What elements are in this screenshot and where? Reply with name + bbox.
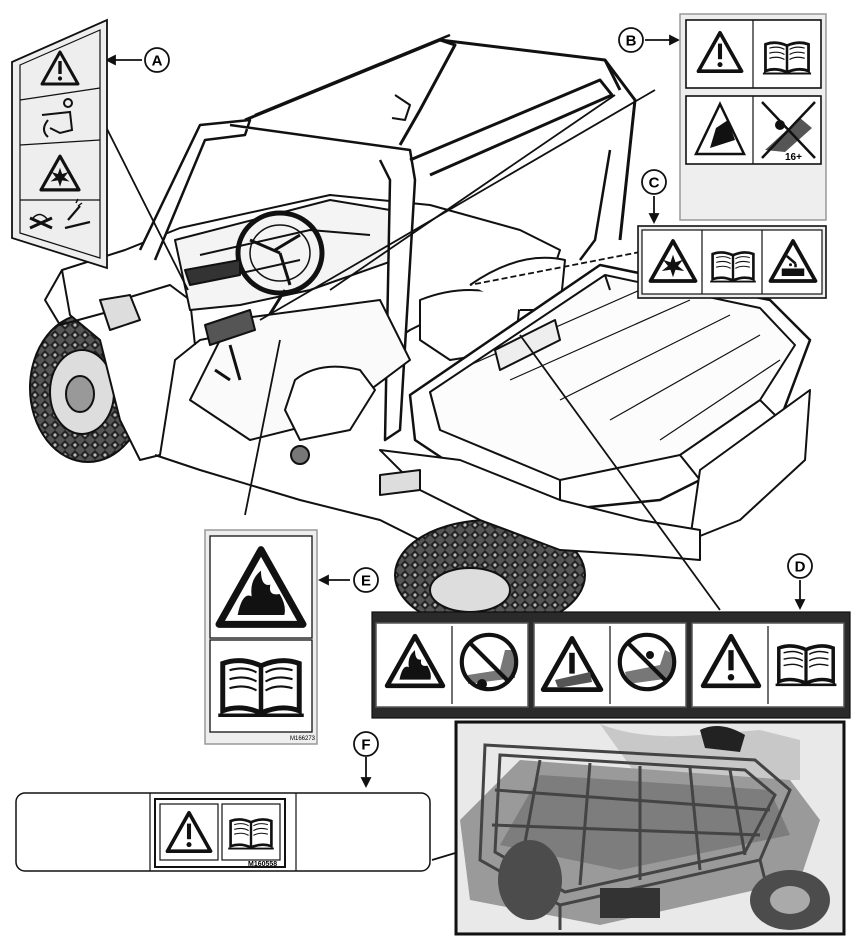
vehicle-drawing	[29, 33, 812, 631]
operator-manual-icon	[227, 818, 275, 850]
operator-manual-icon	[708, 251, 758, 283]
fuel-cap-icon	[41, 98, 74, 138]
svg-text:F: F	[361, 737, 370, 754]
cargo-hazard-icon	[543, 638, 601, 689]
no-towing-icon	[462, 635, 516, 689]
no-spark-icon	[29, 198, 91, 230]
safety-label-e: M166273	[204, 529, 318, 745]
callout-a: A	[144, 47, 170, 73]
safety-label-f: M160558	[15, 792, 431, 872]
callout-c: C	[641, 169, 667, 195]
rear-wheel	[394, 519, 586, 631]
svg-text:M160558: M160558	[248, 861, 277, 868]
svg-text:16+: 16+	[785, 152, 802, 163]
safety-label-d	[371, 611, 851, 719]
no-riding-icon	[620, 635, 675, 689]
callout-d: D	[787, 553, 813, 579]
callout-f: F	[353, 731, 379, 757]
operator-manual-icon	[218, 661, 304, 716]
svg-text:B: B	[626, 33, 637, 50]
safety-label-a	[11, 18, 108, 270]
operator-manual-icon	[761, 41, 813, 75]
leader-lines	[99, 34, 806, 861]
callout-e: E	[353, 567, 379, 593]
cargo-rack-photo-inset	[454, 720, 846, 936]
no-passenger-icon: 16+	[761, 101, 816, 163]
svg-text:C: C	[649, 175, 660, 192]
svg-text:E: E	[361, 573, 371, 590]
callout-b: B	[618, 27, 644, 53]
svg-text:M166273: M166273	[290, 736, 316, 742]
svg-text:D: D	[795, 559, 806, 576]
svg-text:A: A	[152, 53, 163, 70]
rollover-hazard-icon	[694, 101, 746, 156]
safety-label-c	[637, 225, 827, 299]
safety-label-b: 16+	[679, 13, 827, 221]
operator-manual-icon	[774, 644, 838, 687]
